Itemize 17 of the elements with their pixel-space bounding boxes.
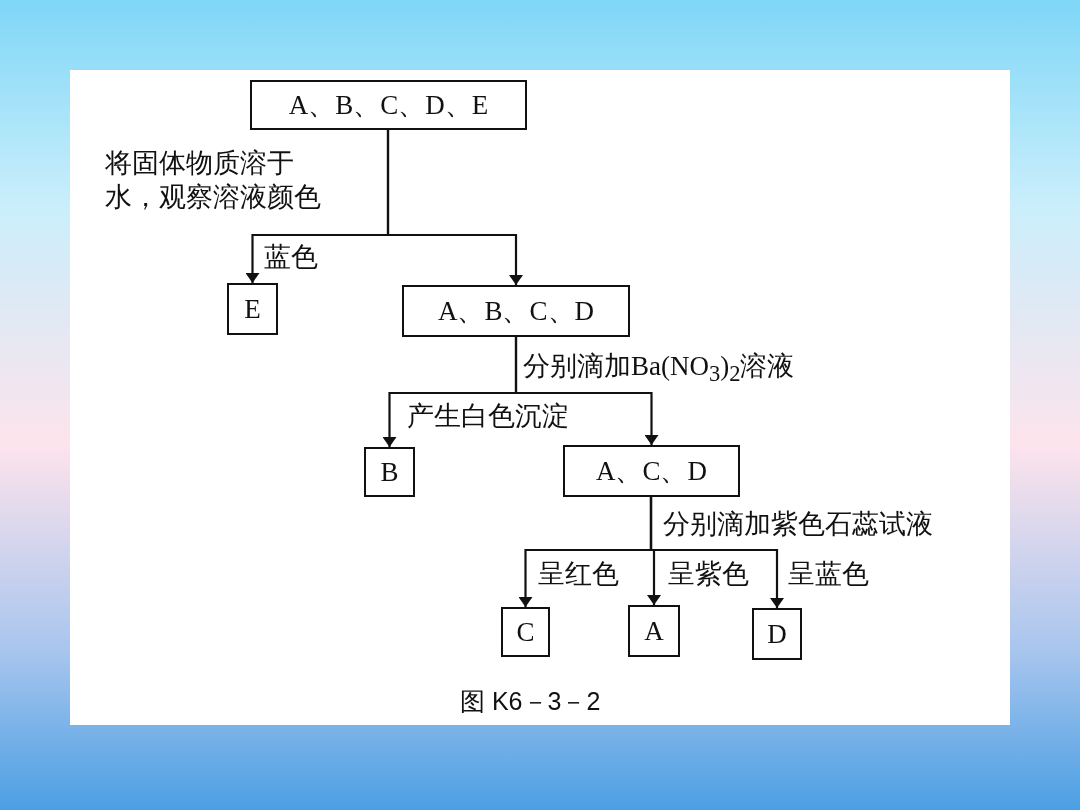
- step-note: 分别滴加Ba(NO$_{3}$)$_{2}$溶液: [523, 350, 795, 389]
- process-box: A、B、C、D: [402, 285, 630, 337]
- arrow: [514, 337, 659, 445]
- step-note: 将固体物质溶于水，观察溶液颜色: [105, 147, 322, 214]
- process-box: A、B、C、D、E: [250, 80, 527, 130]
- edge-label: 产生白色沉淀: [405, 402, 571, 432]
- process-box: A: [628, 605, 680, 657]
- edge-label: 呈紫色: [666, 560, 751, 590]
- process-box: C: [501, 607, 550, 657]
- arrow: [386, 130, 523, 285]
- process-box: A、C、D: [563, 445, 740, 497]
- arrow: [649, 497, 784, 608]
- step-note: 分别滴加紫色石蕊试液: [663, 508, 933, 541]
- process-box: B: [364, 447, 415, 497]
- process-box: E: [227, 283, 278, 335]
- figure-caption: 图 K6－3－2: [460, 686, 601, 717]
- process-box: D: [752, 608, 802, 660]
